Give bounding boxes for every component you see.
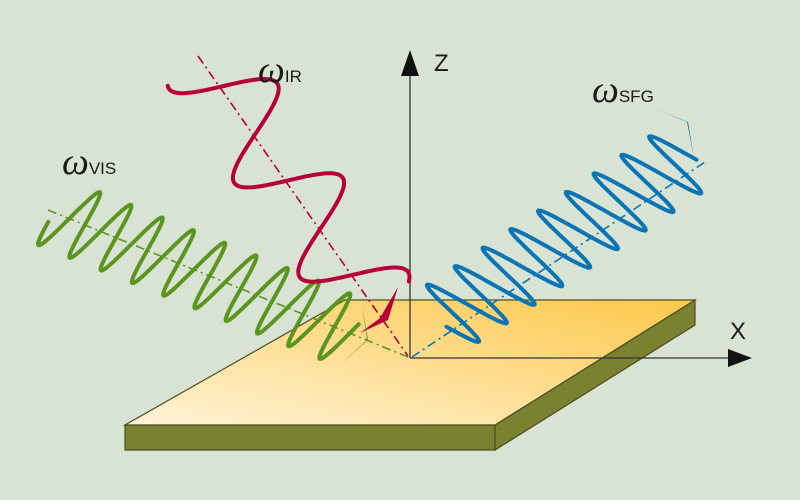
vis-wave (35, 190, 361, 361)
x-axis-arrow-icon (728, 349, 752, 367)
ir-arrowhead-icon (360, 287, 398, 333)
x-axis-label: X (730, 318, 747, 345)
vis-omega-symbol: ω (62, 141, 89, 183)
ir-subscript: IR (284, 67, 302, 86)
sfg-wave (424, 134, 704, 344)
sfg-label: ωSFG (592, 68, 654, 112)
sfg-beam-axis (411, 161, 706, 358)
ir-wave (165, 77, 412, 284)
vis-label: ωVIS (62, 140, 116, 184)
axes (401, 50, 752, 367)
sfg-arrowhead-icon (653, 108, 694, 158)
vis-subscript: VIS (88, 159, 117, 178)
sfg-subscript: SFG (618, 87, 654, 106)
z-axis-arrow-icon (401, 50, 419, 76)
ir-label: ωIR (258, 48, 302, 92)
z-axis-label: Z (434, 50, 449, 77)
sample-slab (122, 298, 698, 452)
sfg-omega-symbol: ω (592, 69, 619, 111)
ir-beam-axis (197, 55, 409, 357)
slab-front-face (124, 424, 496, 451)
slab-top-face (122, 299, 698, 426)
ir-omega-symbol: ω (258, 49, 285, 91)
